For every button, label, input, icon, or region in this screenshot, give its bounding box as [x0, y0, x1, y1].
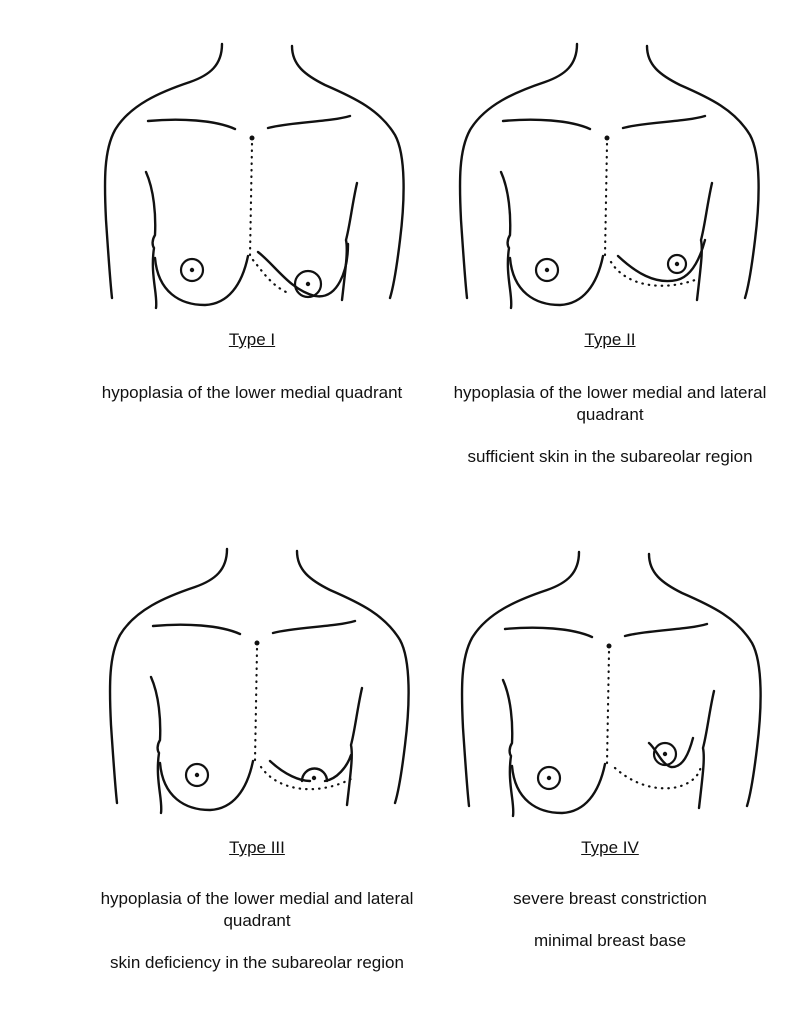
- right-nipple: [305, 281, 311, 287]
- normal-contour-dotted: [259, 765, 353, 791]
- right-shoulder-outline: [290, 44, 405, 300]
- left-breast-contour: [153, 254, 250, 307]
- left-breast-contour: [510, 762, 607, 815]
- type-ii-description: hypoplasia of the lower medial and later…: [430, 382, 790, 488]
- sternal-notch-dot: [604, 135, 610, 141]
- midline-dotted: [248, 142, 254, 258]
- torso-figure-i: [103, 42, 405, 310]
- right-nipple: [311, 775, 317, 781]
- type-iii-description: hypoplasia of the lower medial and later…: [77, 888, 437, 994]
- torso-figure-iii: [108, 547, 410, 815]
- type-ii-desc-1: hypoplasia of the lower medial and later…: [453, 383, 767, 424]
- left-shoulder-outline: [458, 42, 579, 300]
- left-nipple: [544, 267, 550, 273]
- right-clavicle: [623, 622, 709, 638]
- left-breast-contour: [508, 254, 605, 307]
- right-chest-side: [345, 686, 364, 807]
- right-areola: [293, 269, 323, 299]
- torso-figure-iv: [460, 550, 762, 818]
- type-i-label: Type I: [228, 330, 276, 349]
- midline-dotted: [253, 647, 259, 763]
- right-nipple: [662, 751, 668, 757]
- right-nipple: [674, 261, 680, 267]
- right-areola: [666, 253, 688, 275]
- right-shoulder-outline: [295, 549, 410, 805]
- left-chest-side: [499, 170, 513, 310]
- left-areola: [534, 257, 560, 283]
- normal-contour-dotted: [613, 764, 703, 790]
- type-iv-desc-2: minimal breast base: [533, 931, 687, 950]
- right-shoulder-outline: [645, 44, 760, 300]
- type-ii-desc-2: sufficient skin in the subareolar region: [467, 447, 753, 466]
- type-i-desc-1: hypoplasia of the lower medial quadrant: [101, 383, 403, 402]
- herniated-areola: [300, 767, 329, 783]
- left-chest-side: [501, 678, 515, 818]
- type-iii-desc-2: skin deficiency in the subareolar region: [110, 953, 404, 972]
- midline-dotted: [603, 142, 609, 258]
- midline-dotted: [605, 650, 611, 766]
- right-shoulder-outline: [647, 552, 762, 808]
- right-breast-contour: [616, 238, 707, 283]
- right-chest-side: [340, 181, 359, 302]
- right-chest-side: [695, 181, 714, 302]
- left-areola: [184, 762, 210, 788]
- left-clavicle: [146, 118, 237, 131]
- normal-contour-dotted: [251, 258, 288, 294]
- sternal-notch-dot: [254, 640, 260, 646]
- left-nipple: [546, 775, 552, 781]
- left-shoulder-outline: [460, 550, 581, 808]
- type-iii-desc-1: hypoplasia of the lower medial and later…: [100, 889, 414, 930]
- type-iv-description: severe breast constriction minimal breas…: [430, 888, 790, 972]
- right-areola: [652, 741, 678, 767]
- left-clavicle: [501, 118, 592, 131]
- normal-contour-dotted: [609, 260, 697, 287]
- torso-figure-ii: [458, 42, 760, 310]
- right-clavicle: [621, 114, 707, 130]
- left-areola: [179, 257, 205, 283]
- type-iv-label: Type IV: [581, 838, 639, 857]
- left-clavicle: [503, 626, 594, 639]
- left-shoulder-outline: [103, 42, 224, 300]
- left-chest-side: [144, 170, 158, 310]
- type-ii-label: Type II: [584, 330, 636, 349]
- right-clavicle: [271, 619, 357, 635]
- type-i-description: hypoplasia of the lower medial quadrant: [72, 382, 432, 424]
- left-clavicle: [151, 623, 242, 636]
- left-areola: [536, 765, 562, 791]
- type-iii-label: Type III: [229, 838, 285, 857]
- right-breast-contour: [256, 242, 350, 298]
- left-breast-contour: [158, 759, 255, 812]
- right-clavicle: [266, 114, 352, 130]
- left-chest-side: [149, 675, 163, 815]
- left-shoulder-outline: [108, 547, 229, 805]
- type-iv-desc-1: severe breast constriction: [513, 889, 707, 908]
- sternal-notch-dot: [606, 643, 612, 649]
- left-nipple: [189, 267, 195, 273]
- sternal-notch-dot: [249, 135, 255, 141]
- left-nipple: [194, 772, 200, 778]
- right-chest-side: [697, 689, 716, 810]
